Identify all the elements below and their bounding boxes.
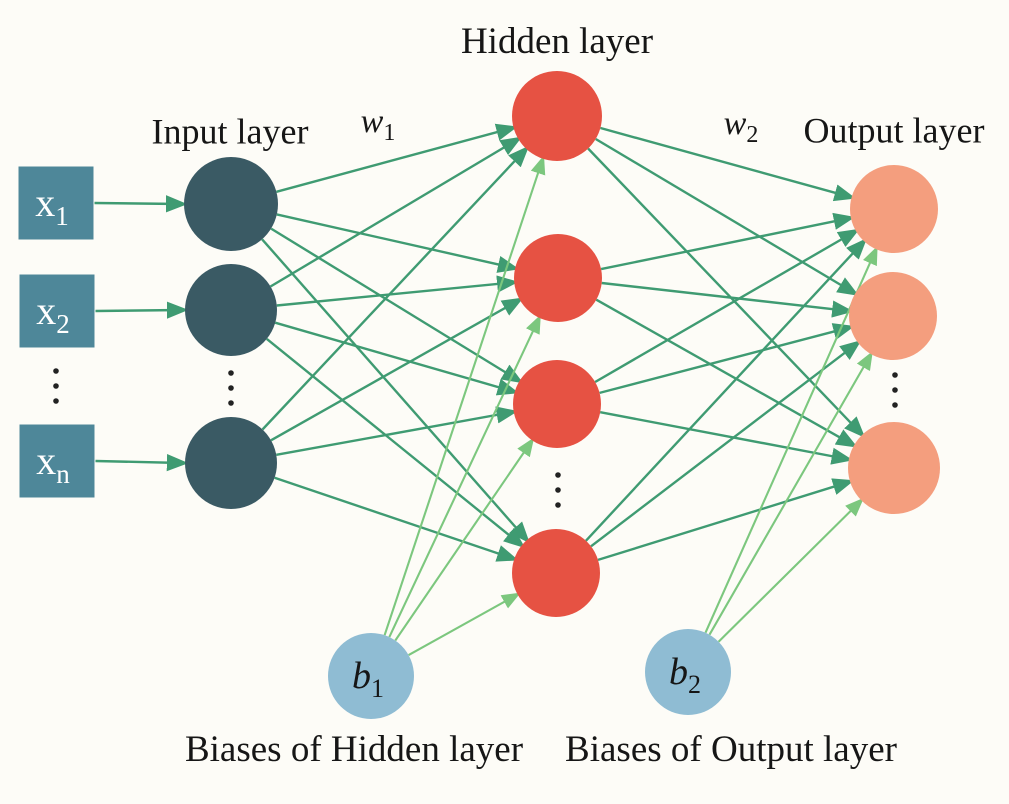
output-node-1 xyxy=(850,165,938,253)
edge-hidden4-output3 xyxy=(597,478,855,562)
ellipsis-dot xyxy=(555,472,561,478)
input-square-n xyxy=(19,424,95,498)
hidden-node-4 xyxy=(512,529,600,617)
edge-bias2-output2 xyxy=(708,350,873,636)
input-square-1 xyxy=(18,166,94,240)
w1-label: w1 xyxy=(361,103,396,146)
input-layer-title: Input layer xyxy=(152,112,309,152)
edge-bias2-output1 xyxy=(704,245,878,634)
edge-input2-hidden3 xyxy=(274,321,520,396)
edge-xsquare1-input1 xyxy=(94,195,188,213)
hidden-node-2 xyxy=(514,234,602,322)
ellipsis-dot xyxy=(892,372,898,378)
input-node-2 xyxy=(185,264,277,356)
edge-hidden2-output3 xyxy=(595,298,858,448)
output-layer-title: Output layer xyxy=(804,111,985,151)
edge-input1-hidden1 xyxy=(276,123,518,193)
edge-input3-hidden3 xyxy=(276,406,519,456)
ellipsis-dot xyxy=(555,487,561,493)
ellipsis-dot xyxy=(892,387,898,393)
hidden-node-1 xyxy=(512,71,602,161)
hidden-layer-title: Hidden layer xyxy=(461,21,653,62)
edge-xsquare2-input2 xyxy=(95,301,189,319)
edge-xsquare3-input3 xyxy=(95,454,189,472)
edge-input3-hidden2 xyxy=(270,297,524,442)
input-square-label: x2 xyxy=(36,288,70,339)
ellipsis-dot xyxy=(555,502,561,508)
edge-hidden3-output2 xyxy=(599,323,855,395)
edge-input3-hidden1 xyxy=(261,145,530,431)
edge-bias1-hidden1 xyxy=(383,155,546,636)
biases-of-output-layer-label: Biases of Output layer xyxy=(565,729,897,770)
edge-hidden2-output2 xyxy=(601,281,854,318)
input-square-label: xn xyxy=(36,438,70,489)
ellipsis-dot xyxy=(228,370,234,376)
edge-bias1-hidden4 xyxy=(408,592,521,657)
edge-input2-hidden4 xyxy=(266,337,526,549)
edge-hidden4-output1 xyxy=(585,237,868,542)
edge-bias1-hidden3 xyxy=(394,437,535,642)
edge-bias1-hidden2 xyxy=(388,314,541,638)
ellipsis-dot xyxy=(892,402,898,408)
output-node-3 xyxy=(848,422,940,514)
edge-hidden2-output1 xyxy=(600,212,856,271)
edge-hidden3-output3 xyxy=(599,411,854,465)
bias-node-label: b2 xyxy=(669,651,701,699)
input-node-1 xyxy=(184,157,278,251)
ellipsis-dot xyxy=(53,368,59,374)
edge-hidden1-output1 xyxy=(600,126,856,202)
ellipsis-dot xyxy=(53,398,59,404)
output-node-2 xyxy=(849,272,937,360)
biases-of-hidden-layer-label: Biases of Hidden layer xyxy=(185,729,523,770)
w2-label: w2 xyxy=(724,105,759,148)
edge-hidden3-output1 xyxy=(594,228,860,384)
bias-node-label: b1 xyxy=(352,655,384,703)
edge-bias2-output3 xyxy=(717,497,864,643)
edge-input3-hidden4 xyxy=(274,476,519,562)
edge-input1-hidden2 xyxy=(276,213,520,273)
input-square-2 xyxy=(19,274,95,348)
input-node-3 xyxy=(185,417,277,509)
input-square-label: x1 xyxy=(35,180,69,231)
edge-input2-hidden2 xyxy=(276,275,519,307)
edge-hidden4-output2 xyxy=(590,339,862,548)
edge-hidden1-output2 xyxy=(595,137,860,296)
ellipsis-dot xyxy=(228,400,234,406)
ellipsis-dot xyxy=(53,383,59,389)
bias-node-1 xyxy=(328,633,414,719)
hidden-node-3 xyxy=(513,360,601,448)
bias-node-2 xyxy=(645,629,731,715)
edge-input2-hidden1 xyxy=(269,136,523,288)
ellipsis-dot xyxy=(228,385,234,391)
edge-input1-hidden4 xyxy=(261,238,530,544)
